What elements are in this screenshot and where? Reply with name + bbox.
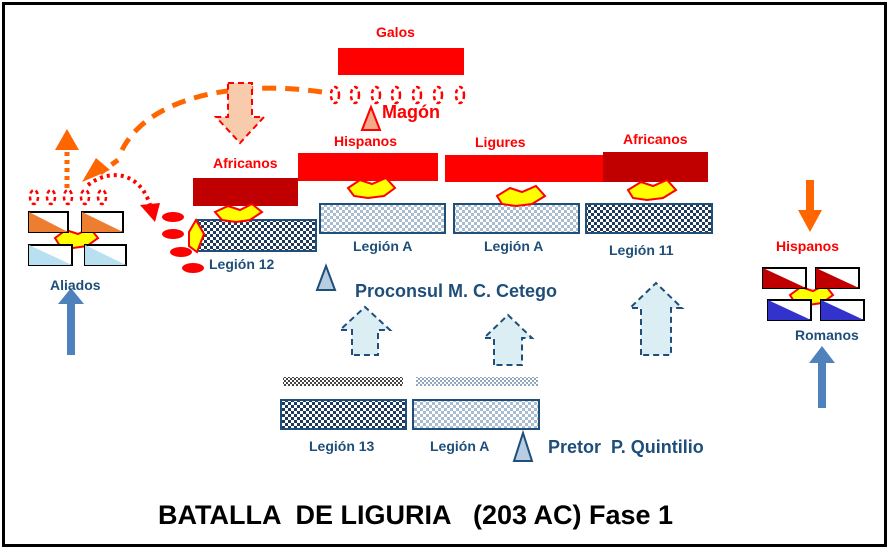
legion-11-block: [585, 203, 713, 234]
galos-flank-arrow: [119, 85, 323, 152]
label-galos: Galos: [376, 24, 415, 40]
aliados-up-arrow: [58, 288, 84, 355]
label-hispanos-right: Hispanos: [776, 238, 840, 254]
africanos-left-block: [193, 178, 298, 206]
reserve-advance-arrows: [337, 281, 685, 366]
label-legion-a-2: Legión A: [484, 238, 544, 254]
galos-units: [329, 85, 466, 105]
aliados-units: [28, 188, 127, 266]
label-africanos-right: Africanos: [623, 131, 688, 147]
label-africanos-left: Africanos: [213, 155, 278, 171]
legion-a-2-block: [453, 203, 580, 234]
legion-a-1-block: [319, 203, 446, 234]
pretor-commander-marker: [512, 429, 534, 462]
label-aliados: Aliados: [50, 277, 101, 293]
rear-line-left-thin: [283, 377, 403, 386]
label-romanos: Romanos: [795, 327, 859, 343]
label-hispanos-center: Hispanos: [334, 133, 398, 149]
africanos-advance-arrow: [213, 82, 267, 145]
label-legion-13: Legión 13: [309, 438, 375, 454]
label-legion-a-1: Legión A: [353, 238, 413, 254]
galos-block: [338, 48, 464, 75]
legion-12-block: [197, 219, 317, 252]
ligures-block: [445, 155, 605, 182]
romanos-up-arrow: [809, 346, 835, 408]
proconsul-commander-marker: [315, 263, 337, 291]
hispanos-center-block: [298, 153, 438, 181]
africanos-attack-curve: [86, 173, 152, 206]
diagram-title: BATALLA DE LIGURIA (203 AC) Fase 1: [158, 500, 674, 530]
legion-13-block: [280, 399, 407, 430]
red-cavalry-units: [162, 212, 204, 273]
label-proconsul: Proconsul M. C. Cetego: [355, 281, 558, 301]
romanos-units: [762, 267, 865, 321]
legion-a-3-block: [412, 399, 540, 430]
rear-line-right-thin: [416, 377, 538, 386]
label-ligures: Ligures: [475, 134, 526, 150]
label-legion-12: Legión 12: [209, 256, 275, 272]
magon-commander-marker: [360, 104, 382, 131]
label-magon: Magón: [382, 102, 440, 122]
label-legion-a-3: Legión A: [430, 438, 490, 454]
label-pretor: Pretor P. Quintilio: [548, 437, 704, 457]
label-legion-11: Legión 11: [609, 242, 674, 258]
hispanos-right-down-arrow: [798, 180, 822, 232]
africanos-right-block: [603, 152, 708, 182]
